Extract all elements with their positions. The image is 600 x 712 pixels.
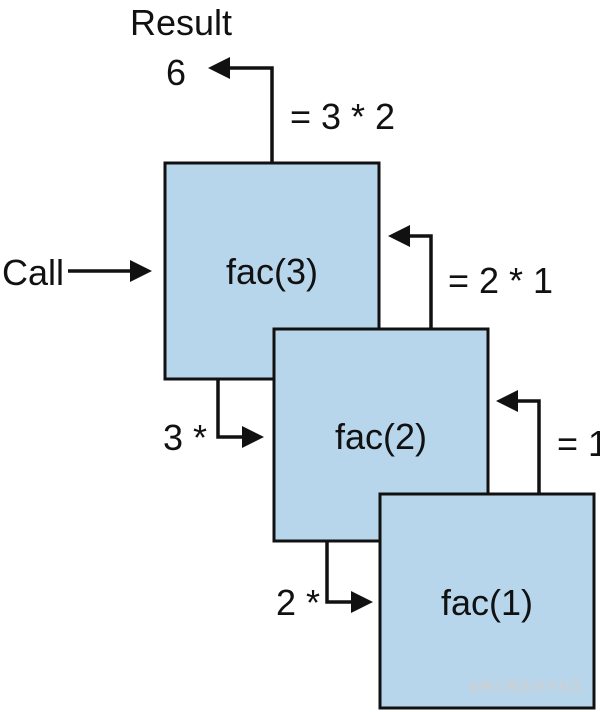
frame-label-fac3: fac(3) xyxy=(226,251,318,292)
return-arrow-fac2-line xyxy=(410,234,433,329)
multiply-label-3: 3 * xyxy=(163,417,207,458)
watermark-text: @稀土掘金技术社区 xyxy=(467,679,584,695)
return-label-fac1: = 1 xyxy=(557,423,600,464)
return-arrowhead-fac1 xyxy=(496,390,518,412)
call-label: Call xyxy=(2,252,64,293)
frame-label-fac1: fac(1) xyxy=(441,582,533,623)
result-label: Result xyxy=(130,2,232,43)
call-arrowhead-fac3-to-fac2 xyxy=(242,426,264,448)
multiply-label-2: 2 * xyxy=(276,582,320,623)
return-label-fac2: = 2 * 1 xyxy=(448,260,553,301)
frame-box-fac1 xyxy=(378,492,596,710)
call-arrow-fac3-to-fac2-line xyxy=(216,379,243,439)
call-arrowhead xyxy=(130,260,152,282)
call-arrow-fac2-to-fac1-line xyxy=(325,541,351,604)
result-arrow-line xyxy=(230,66,274,163)
result-arrowhead xyxy=(208,57,230,79)
call-arrowhead-fac2-to-fac1 xyxy=(351,591,373,613)
return-arrow-fac1-line xyxy=(518,399,541,494)
frame-label-fac2: fac(2) xyxy=(335,416,427,457)
return-label-fac3: = 3 * 2 xyxy=(290,96,395,137)
result-value: 6 xyxy=(166,52,186,93)
return-arrowhead-fac2 xyxy=(388,225,410,247)
